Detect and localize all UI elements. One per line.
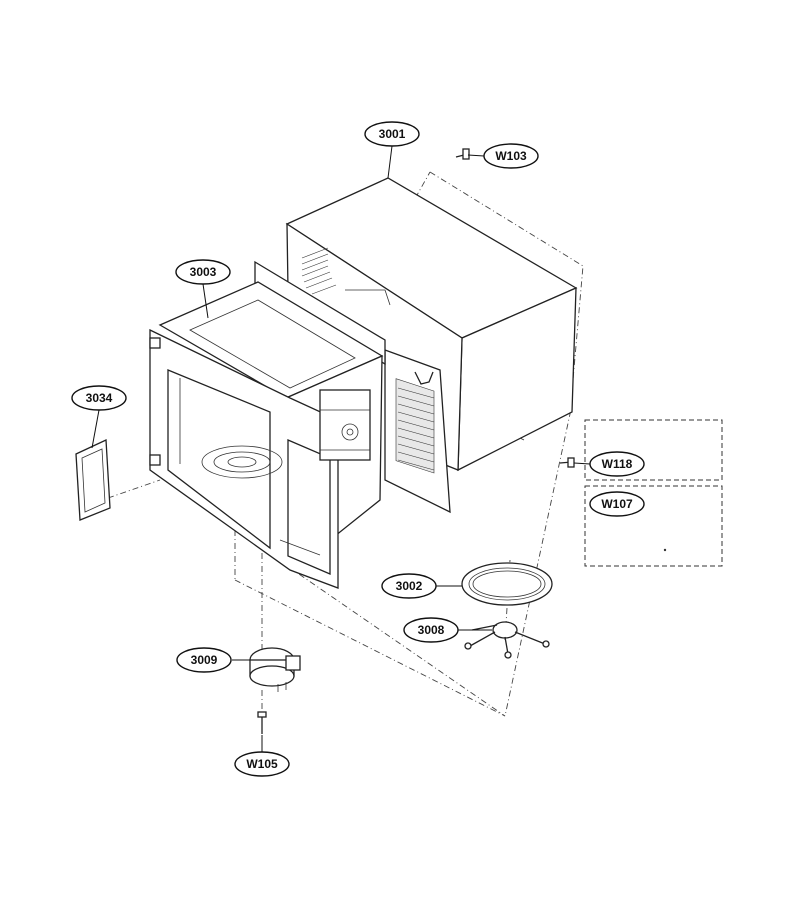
motor-3009: [249, 647, 301, 692]
callout-w105-label: W105: [246, 757, 278, 771]
turntable-tray-3002: [461, 562, 553, 606]
callout-3002: 3002: [381, 573, 437, 599]
callout-3034: 3034: [71, 385, 127, 411]
callout-w118-label: W118: [602, 457, 633, 471]
callout-3009: 3009: [176, 647, 232, 673]
callout-3002-label: 3002: [396, 579, 423, 593]
callout-w107: W107: [589, 491, 645, 517]
callout-3003: 3003: [175, 259, 231, 285]
callout-w103: W103: [483, 143, 539, 169]
back-panel: [384, 349, 451, 514]
callout-3009-label: 3009: [191, 653, 218, 667]
callout-3001: 3001: [364, 121, 420, 147]
callout-3008-label: 3008: [418, 623, 445, 637]
screw-w105-icon: [257, 711, 267, 734]
callout-3003-label: 3003: [190, 265, 217, 279]
dashed-part-boxes: [584, 419, 723, 567]
callout-w103-label: W103: [495, 149, 527, 163]
screw-w103-icon: [455, 148, 470, 160]
callout-3008: 3008: [403, 617, 459, 643]
case-vents: [301, 247, 337, 295]
callout-w107-label: W107: [601, 497, 633, 511]
roller-guide-3008: [464, 621, 550, 659]
screw-w118-icon: [559, 457, 575, 468]
cover-plate-3034: [75, 439, 111, 521]
callout-w118: W118: [589, 451, 645, 477]
leader-lines: [91, 145, 591, 752]
callout-3001-label: 3001: [379, 127, 406, 141]
callout-w105: W105: [234, 751, 290, 777]
cavity-3003: [149, 260, 386, 589]
outer-case-3001: [285, 177, 578, 472]
callout-3034-label: 3034: [86, 391, 113, 405]
